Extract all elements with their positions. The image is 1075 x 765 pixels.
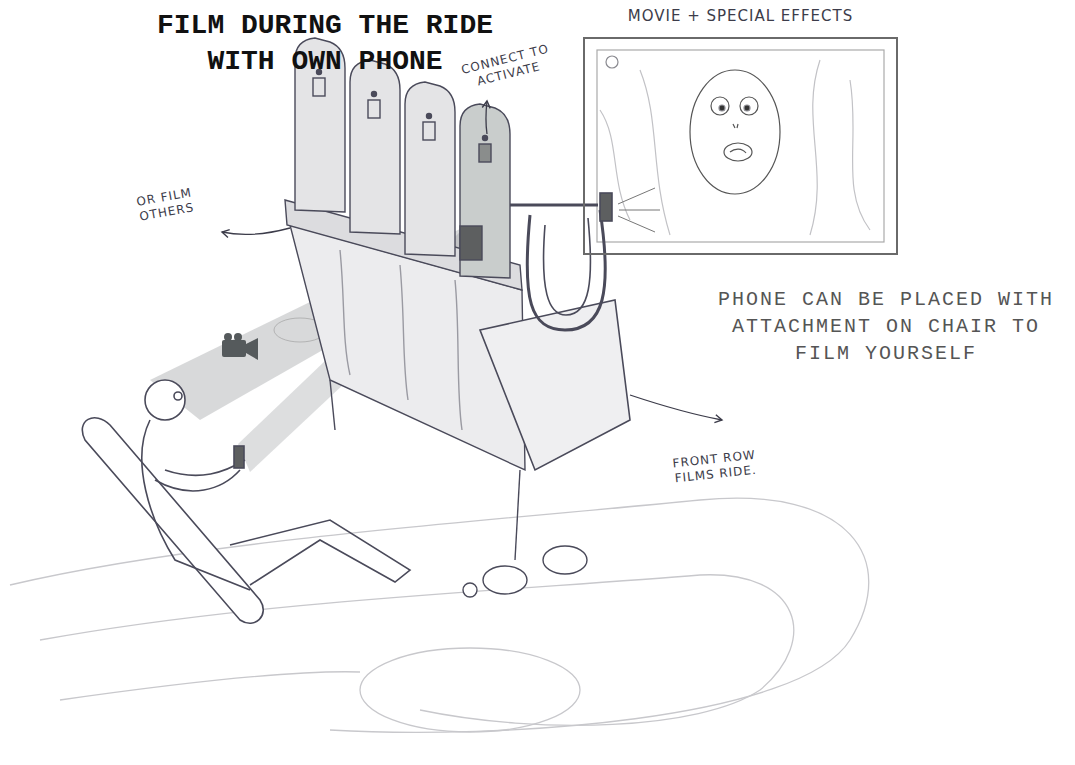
camera-icon-part xyxy=(234,333,242,341)
screen-sketch-part xyxy=(740,97,758,115)
cart-panel-part xyxy=(515,470,520,560)
front-seat-part xyxy=(480,300,630,470)
screen-sketch-part xyxy=(606,56,618,68)
diagram-title: FILM DURING THE RIDE WITH OWN PHONE xyxy=(140,8,510,81)
screen-frame: MOVIE + SPECIAL EFFECTS xyxy=(583,37,898,255)
screen-sketch xyxy=(597,50,884,242)
screen-sketch-part xyxy=(719,105,725,111)
leader-arrows-part xyxy=(630,395,722,420)
seats-part xyxy=(479,144,491,162)
seats-part xyxy=(460,226,482,260)
screen-sketch-part xyxy=(711,97,729,115)
rider-part xyxy=(142,420,250,590)
screen-sketch-part xyxy=(600,60,870,235)
seats-part xyxy=(483,136,488,141)
track xyxy=(10,498,869,732)
wheels xyxy=(463,546,587,597)
seats-part xyxy=(313,78,325,96)
callout-note: OR FILM OTHERS xyxy=(116,182,215,228)
rider-part xyxy=(230,520,410,585)
track-part xyxy=(60,672,360,700)
screen-sketch-part xyxy=(690,70,780,194)
rider-part xyxy=(165,460,245,475)
track-part xyxy=(360,648,580,732)
cart-panel-part xyxy=(330,380,335,430)
seats-part xyxy=(350,60,400,234)
callout-note: FRONT ROW FILMS RIDE. xyxy=(654,446,776,488)
camera-icon-part xyxy=(246,338,258,360)
seats-part xyxy=(405,82,455,256)
rider-part xyxy=(155,470,240,491)
screen-sketch-part xyxy=(597,50,884,242)
track-part xyxy=(40,575,794,726)
front-seat-part xyxy=(600,193,612,221)
front-seat-part xyxy=(527,210,605,330)
cart-panel-part xyxy=(340,250,462,430)
leader-arrows xyxy=(222,101,722,420)
screen-sketch-part xyxy=(730,149,746,153)
rider-part xyxy=(234,446,244,468)
seats-part xyxy=(460,104,510,278)
screen-sketch-part xyxy=(744,105,750,111)
seats-part xyxy=(368,100,380,118)
rider-part xyxy=(174,392,182,400)
camera-icon-part xyxy=(222,340,246,357)
leader-arrows-part xyxy=(486,101,487,134)
front-seat xyxy=(480,188,660,470)
screen-heading: MOVIE + SPECIAL EFFECTS xyxy=(575,7,906,25)
seats-part xyxy=(372,92,377,97)
rider xyxy=(82,380,410,623)
front-seat-part xyxy=(618,188,660,232)
leader-arrows-part xyxy=(222,228,290,235)
rider-part xyxy=(145,380,185,420)
wheels-part xyxy=(463,583,477,597)
seats-part xyxy=(423,122,435,140)
camera-icon-part xyxy=(224,333,232,341)
side-note: PHONE CAN BE PLACED WITH ATTACHMENT ON C… xyxy=(706,286,1066,367)
wheels-part xyxy=(483,566,527,594)
wheels-part xyxy=(543,546,587,574)
callout-note: CONNECT TO ACTIVATE xyxy=(450,39,564,95)
camera-icon xyxy=(222,333,258,360)
screen-sketch-part xyxy=(733,124,738,128)
track-part xyxy=(10,498,869,732)
rider-part xyxy=(82,418,263,623)
screen-sketch-part xyxy=(724,143,752,161)
seats-part xyxy=(427,114,432,119)
